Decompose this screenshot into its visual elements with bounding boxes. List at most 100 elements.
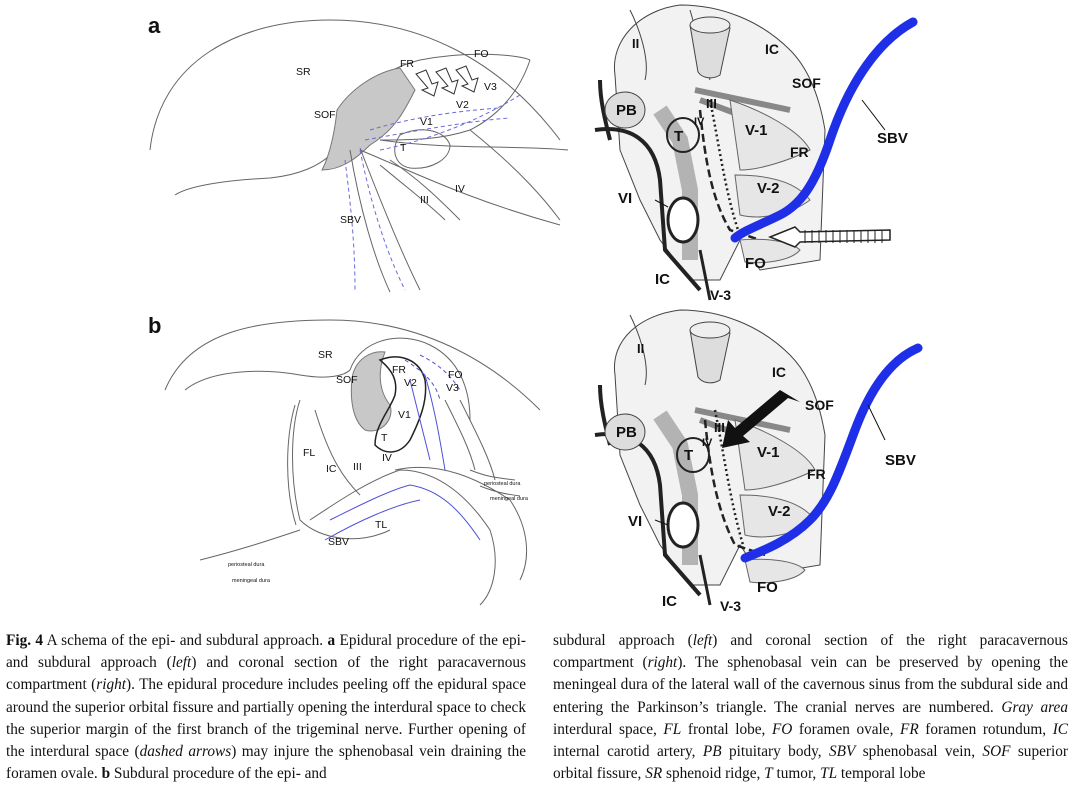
label-t: T — [381, 432, 388, 444]
label-t: T — [674, 128, 683, 145]
label-iv: IV — [382, 452, 392, 464]
label-t: T — [400, 142, 407, 154]
caption-segment: ) may injure the sphenobasal vein draini… — [6, 743, 527, 783]
panel-a-right-section — [594, 4, 918, 301]
label-v2: V-2 — [757, 180, 780, 197]
label-iii: III — [714, 420, 725, 435]
label-ii: II — [632, 36, 639, 51]
caption-segment: FO — [771, 720, 793, 738]
panel-a-left-labels: SR FR FO V3 V2 SOF V1 T IV III SBV — [296, 48, 497, 226]
retractor-arrow-a — [767, 226, 891, 248]
caption-segment: SOF — [982, 743, 1011, 761]
sbv-vein-b — [740, 343, 923, 563]
caption-segment: TL — [820, 765, 838, 783]
label-sbv: SBV — [340, 214, 361, 226]
label-fr: FR — [807, 466, 826, 482]
caption-segment: frontal lobe, — [681, 720, 772, 738]
caption-segment: temporal lobe — [837, 765, 926, 783]
caption-segment: Fig. 4 — [6, 632, 44, 649]
label-sof: SOF — [314, 109, 336, 121]
label-v1: V-1 — [757, 444, 780, 461]
caption-segment: b — [101, 765, 111, 783]
panel-a-label: a — [148, 13, 161, 38]
label-v2: V2 — [456, 99, 469, 111]
label-sof: SOF — [792, 75, 821, 91]
label-ic-bottom: IC — [655, 271, 670, 288]
label-periosteal-dura-left: periosteal dura — [228, 562, 265, 568]
label-pb: PB — [616, 424, 637, 441]
panel-a-left-schema — [149, 19, 569, 293]
panel-b-label: b — [148, 313, 161, 338]
label-iv: IV — [694, 116, 705, 128]
label-fl: FL — [303, 447, 315, 459]
caption-segment: ) and coronal section of the right parac… — [553, 632, 1068, 672]
label-fo: FO — [745, 255, 766, 272]
label-ic-top: IC — [772, 364, 786, 380]
label-iii: III — [420, 194, 429, 206]
label-iv: IV — [702, 437, 713, 449]
caption-segment: ). The sphenobasal vein can be preserved… — [553, 654, 1068, 716]
label-iv: IV — [455, 183, 465, 195]
caption-segment: sphenoid ridge, — [662, 765, 765, 783]
caption-segment: left — [692, 632, 713, 649]
label-fr: FR — [790, 144, 809, 160]
label-sof: SOF — [336, 374, 358, 386]
label-sbv: SBV — [877, 130, 908, 147]
label-fr: FR — [400, 58, 414, 70]
caption-segment: IC — [1052, 720, 1068, 738]
label-v3: V3 — [446, 382, 459, 394]
label-v2: V-2 — [768, 503, 791, 520]
interdural-gray-area — [321, 67, 416, 171]
label-ic-top: IC — [765, 41, 779, 57]
caption-segment: T — [764, 765, 773, 783]
panel-b-left-schema — [164, 319, 541, 606]
label-pb: PB — [616, 102, 637, 119]
caption-segment: ) and coronal section of the right parac… — [6, 654, 526, 694]
sbv-vein-a — [730, 17, 918, 243]
caption-segment: foramen ovale, — [792, 720, 900, 738]
caption-left-column: Fig. 4 A schema of the epi- and subdural… — [6, 630, 526, 785]
black-arrow-b — [722, 390, 800, 448]
label-sr: SR — [296, 66, 311, 78]
caption-segment: Gray area — [1001, 698, 1068, 716]
caption-segment: SR — [645, 765, 663, 783]
caption-segment: PB — [702, 743, 722, 761]
panel-b-right-labels: II IC SOF III PB IV V-1 T FR V-2 VI SBV … — [616, 341, 916, 612]
label-ic: IC — [326, 463, 337, 475]
label-ic-bottom: IC — [662, 593, 677, 610]
caption-segment: right — [96, 676, 126, 694]
caption-segment: subdural approach ( — [553, 632, 693, 649]
label-tl: TL — [375, 519, 387, 531]
caption-segment: tumor, — [772, 765, 821, 783]
label-meningeal-dura-left: meningeal dura — [232, 578, 271, 584]
caption-segment: FL — [663, 720, 682, 738]
label-iii: III — [706, 96, 717, 111]
caption-segment: right — [647, 654, 678, 672]
label-sbv: SBV — [885, 452, 916, 469]
label-v3: V3 — [484, 81, 497, 93]
caption-segment: dashed arrows — [139, 743, 232, 761]
caption-segment: FR — [900, 720, 919, 738]
label-vi: VI — [618, 190, 632, 207]
caption-segment: left — [171, 654, 192, 672]
caption-segment: ). The epidural procedure includes peeli… — [6, 676, 527, 761]
caption-segment: sphenobasal vein, — [855, 743, 983, 761]
label-t: T — [684, 447, 693, 464]
label-v3: V-3 — [710, 287, 731, 303]
caption-segment: a — [327, 632, 336, 649]
caption-segment: A schema of the epi- and subdural approa… — [43, 632, 328, 649]
label-fo: FO — [474, 48, 489, 60]
label-fo: FO — [757, 579, 778, 596]
label-v1: V1 — [420, 116, 433, 128]
label-v1: V1 — [398, 409, 411, 421]
label-vi: VI — [628, 513, 642, 530]
caption-segment: superior orbital fissure, — [553, 743, 1068, 783]
label-fr: FR — [392, 364, 406, 376]
label-fo: FO — [448, 369, 463, 381]
caption-segment: internal carotid artery, — [553, 743, 703, 761]
label-iii: III — [353, 461, 362, 473]
label-v1: V-1 — [745, 122, 768, 139]
caption-segment: Epidural procedure of the epi- and subdu… — [6, 632, 527, 672]
caption-segment: interdural space, — [553, 720, 664, 738]
label-ii: II — [637, 341, 644, 356]
